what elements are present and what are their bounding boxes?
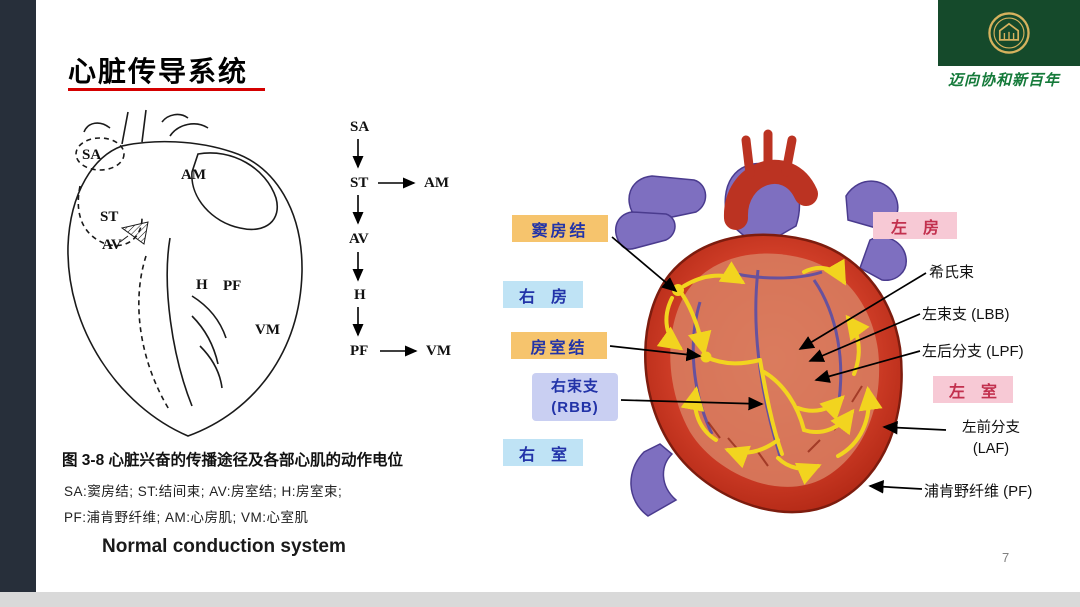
page-number: 7 — [1002, 550, 1010, 565]
conduction-pathways — [656, 258, 883, 485]
title-accent-line — [68, 88, 265, 91]
bw-label-st: ST — [100, 209, 118, 225]
purkinje-label: 浦肯野纤维 (PF) — [924, 483, 1033, 500]
laf-label-line2: (LAF) — [972, 441, 1010, 458]
his-bundle-label: 希氏束 — [929, 264, 975, 281]
flowchart-node-am: AM — [424, 175, 449, 191]
bottom-edge-bar — [0, 592, 1080, 607]
bw-label-av: AV — [102, 237, 122, 253]
bw-label-am: AM — [181, 167, 206, 183]
pumch-emblem-icon — [988, 12, 1030, 54]
av-node-tag: 房室结 — [511, 332, 607, 359]
flowchart-node-st: ST — [350, 175, 369, 191]
english-caption: Normal conduction system — [102, 536, 346, 557]
sinus-node-tag: 窦房结 — [512, 215, 608, 242]
left-edge-bar — [0, 0, 36, 592]
bw-label-pf: PF — [223, 278, 241, 294]
figure-caption-line2: PF:浦肯野纤维; AM:心房肌; VM:心室肌 — [64, 510, 309, 525]
flowchart-node-sa: SA — [350, 119, 370, 135]
bw-label-sa: SA — [82, 147, 101, 163]
rbb-tag-line1: 右束支 — [550, 378, 599, 395]
flowchart-node-h: H — [354, 287, 366, 303]
figure-caption-line1: SA:窦房结; ST:结间束; AV:房室结; H:房室束; — [64, 484, 343, 499]
bw-heart-figure: SA AM ST AV H PF VM — [67, 109, 303, 437]
aorta — [724, 129, 818, 230]
color-heart-figure — [614, 129, 907, 517]
pumch-logo — [938, 0, 1080, 66]
rbb-tag: 右束支 (RBB) — [532, 373, 618, 421]
flowchart-node-pf: PF — [350, 343, 369, 359]
left-atrium-tag: 左 房 — [873, 212, 957, 239]
flowchart-arrows — [352, 139, 418, 357]
bw-label-h: H — [196, 277, 208, 293]
logo-motto: 迈向协和新百年 — [947, 72, 1060, 89]
lpf-label: 左后分支 (LPF) — [922, 343, 1024, 360]
flowchart-node-av: AV — [349, 231, 369, 247]
figure-caption-title: 图 3-8 心脏兴奋的传播途径及各部心肌的动作电位 — [62, 452, 404, 469]
right-atrium-tag: 右 房 — [503, 281, 583, 308]
page-title: 心脏传导系统 — [68, 56, 249, 87]
lbb-label: 左束支 (LBB) — [922, 306, 1010, 323]
right-ventricle-tag: 右 室 — [503, 439, 583, 466]
laf-label-line1: 左前分支 — [962, 420, 1020, 436]
rbb-tag-line2: (RBB) — [551, 399, 599, 416]
left-ventricle-tag: 左 室 — [933, 376, 1013, 403]
bw-label-vm: VM — [255, 322, 280, 338]
flowchart-node-vm: VM — [426, 343, 451, 359]
laf-label: 左前分支 (LAF) — [948, 418, 1034, 460]
